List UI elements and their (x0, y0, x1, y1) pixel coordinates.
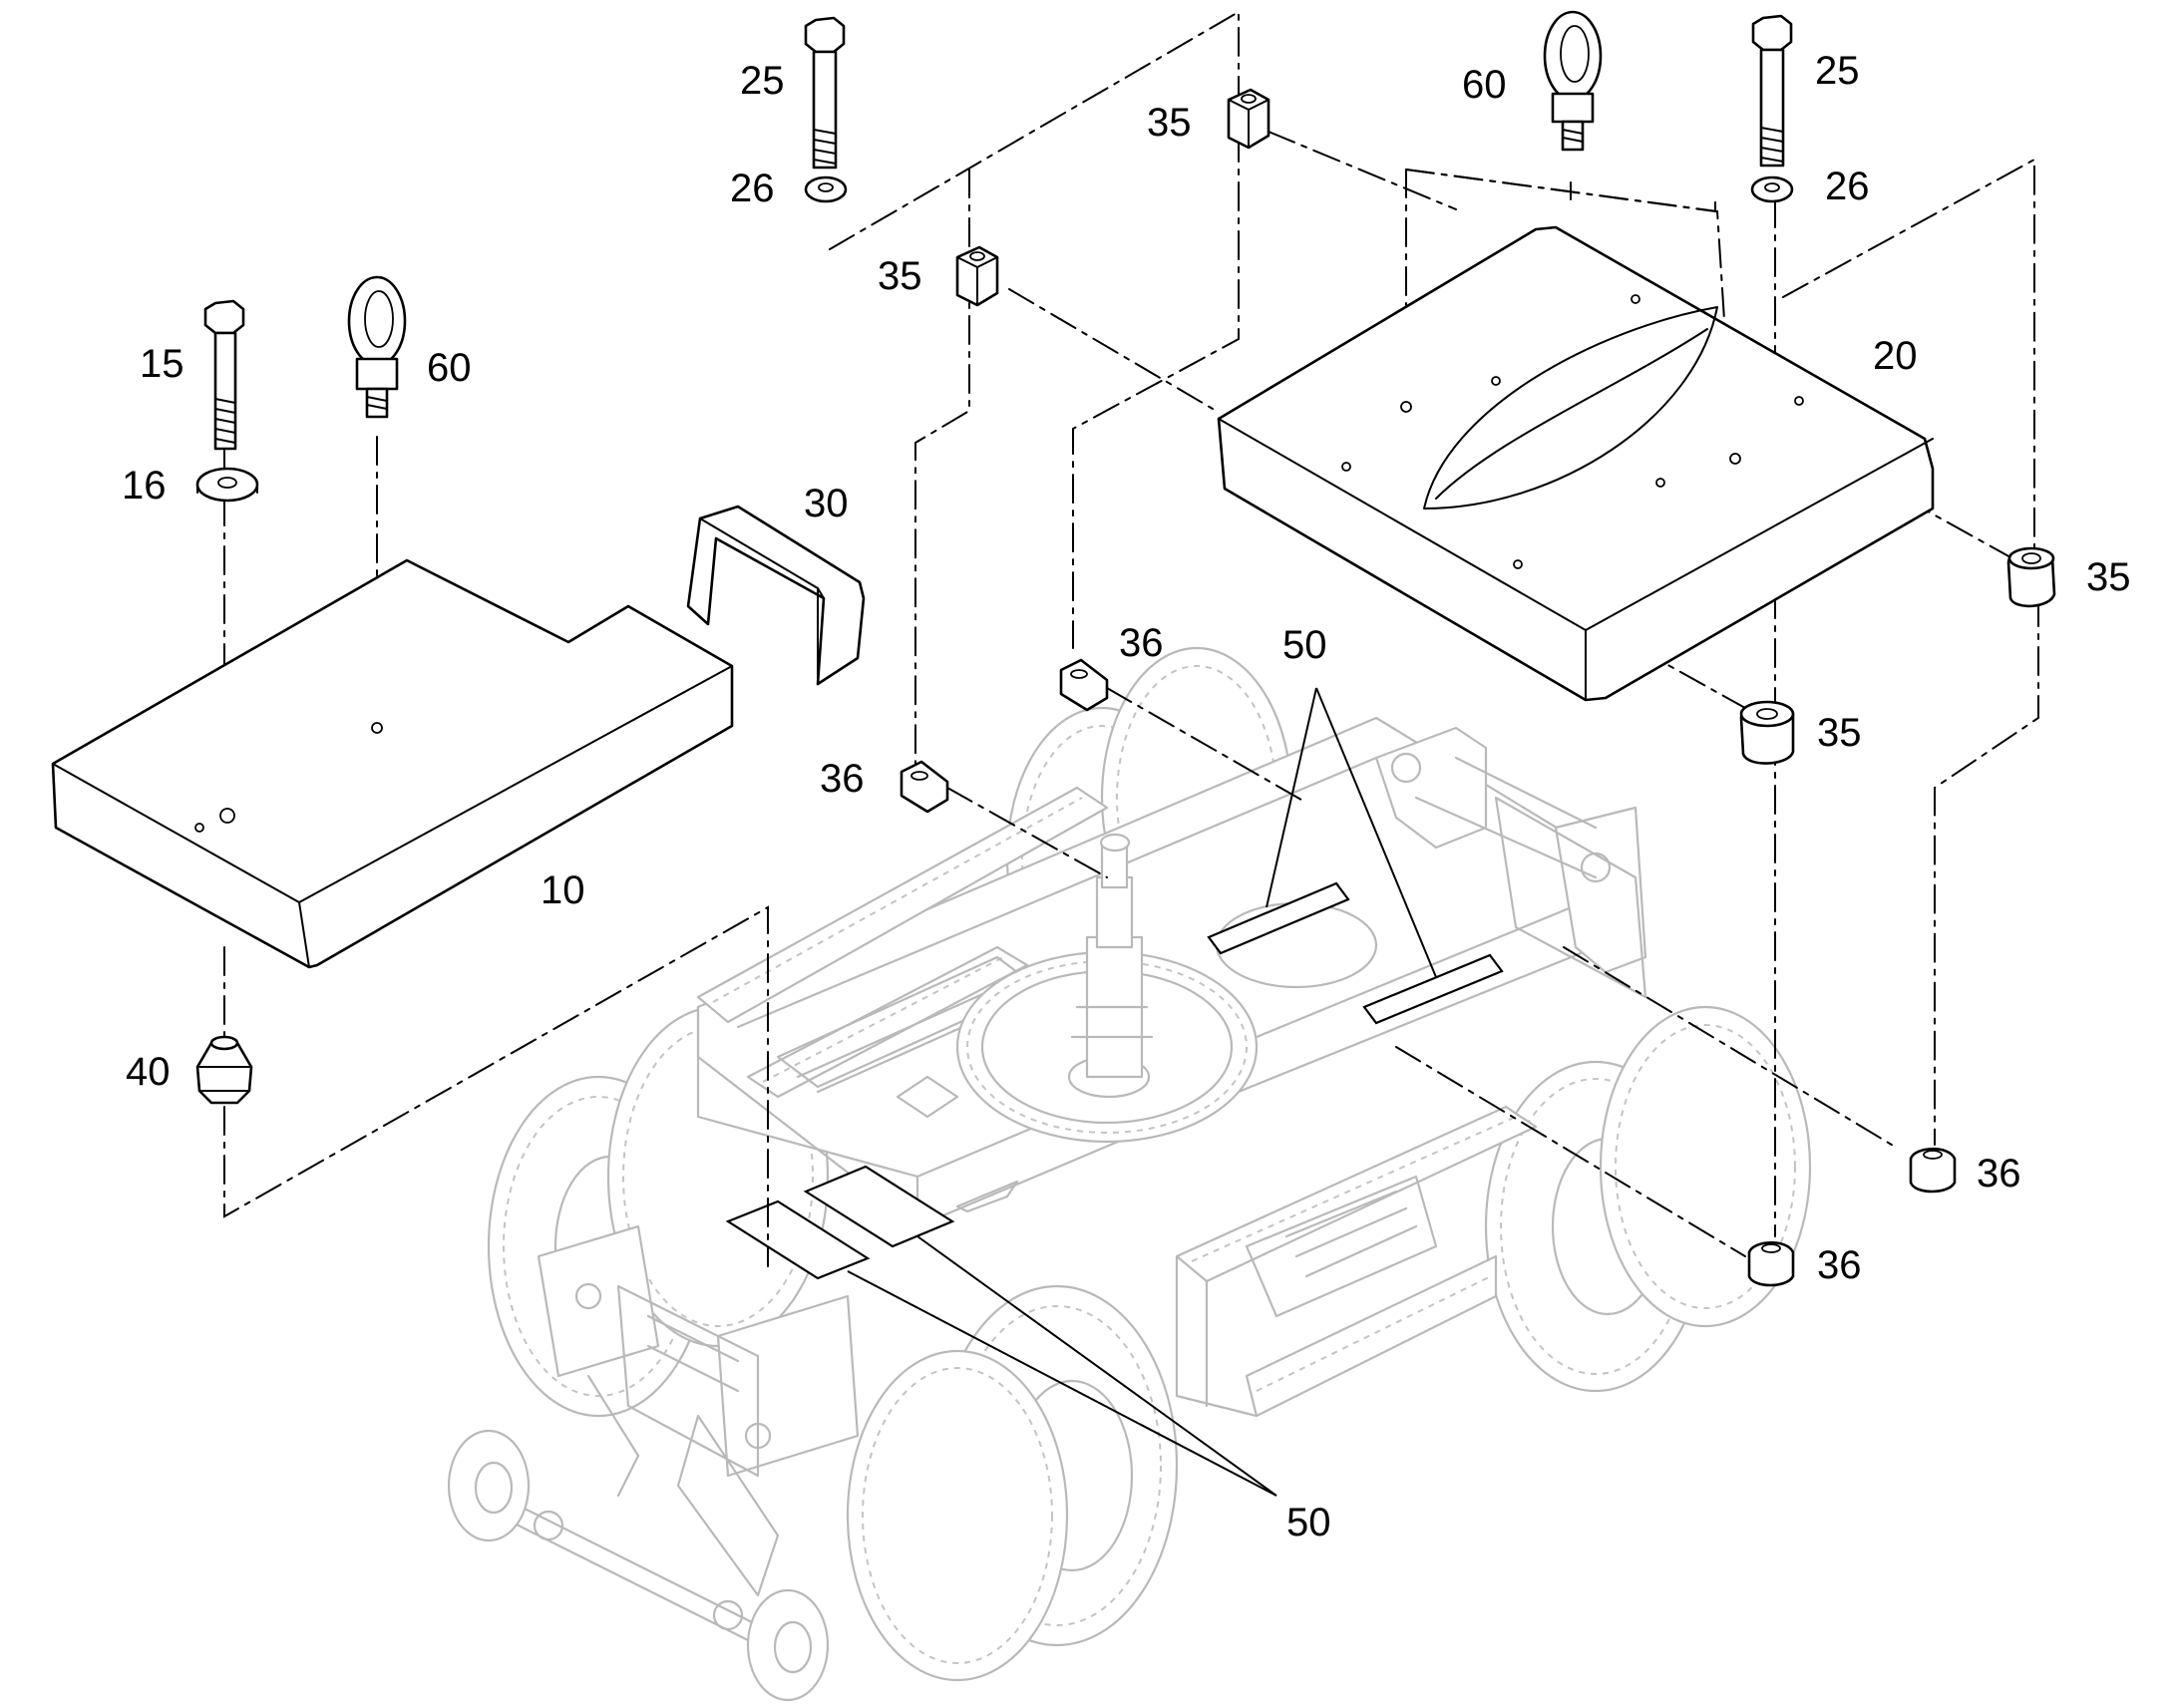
pin-hole (1513, 559, 1523, 569)
callout-60-left: 60 (427, 346, 472, 390)
callout-20: 20 (1873, 334, 1918, 378)
callout-25-right: 25 (1815, 49, 1860, 93)
rail-axle (447, 1429, 830, 1702)
plate-group-lower (725, 1165, 955, 1280)
eye-hole (371, 722, 383, 734)
chassis (447, 646, 1812, 1702)
bracket-30 (686, 505, 866, 686)
pin-hole (194, 823, 204, 833)
pad-36-right-lower (1747, 1240, 1795, 1287)
callout-36-mid: 36 (1119, 621, 1164, 665)
plate-50-upper-left (1207, 881, 1350, 955)
callout-36-right: 36 (1977, 1152, 2021, 1196)
counterweight-10 (51, 558, 734, 969)
counterweight-20 (1217, 225, 1935, 702)
pin-hole (1655, 478, 1665, 488)
pin-hole (1631, 294, 1640, 304)
tire-rear-right (846, 1284, 1179, 1682)
pad-36-left (900, 760, 949, 814)
washer-26-right (1750, 175, 1794, 203)
buffer-40 (195, 1035, 253, 1105)
callout-35-top-left: 35 (878, 254, 922, 298)
deck-bracket (896, 1075, 959, 1119)
block-35-right (2006, 546, 2056, 608)
callout-36-right-lower: 36 (1817, 1243, 1862, 1287)
callout-35-right-lower: 35 (1817, 711, 1862, 755)
callout-35-top-mid: 35 (1147, 101, 1192, 145)
block-35-top-mid (1227, 88, 1271, 150)
callout-26-right: 26 (1825, 165, 1870, 208)
callout-labels: 10 15 16 20 25 25 26 26 30 35 35 35 35 3… (122, 49, 2131, 1544)
callout-36-left: 36 (820, 757, 865, 801)
eyebolt-60-left (347, 275, 407, 419)
callout-30: 30 (804, 482, 849, 525)
pad-36-right (1909, 1147, 1957, 1194)
washer-26-left (804, 175, 848, 203)
central-column (1070, 833, 1154, 1079)
step-rail-right (1175, 1105, 1538, 1418)
block-35-top-left (955, 245, 999, 307)
deck-clip (955, 1180, 1019, 1213)
lift-hole-left (1400, 401, 1412, 413)
bolt-hole (219, 808, 235, 824)
frame-rear (537, 1224, 860, 1597)
callout-60-right: 60 (1462, 63, 1507, 107)
callout-50-bottom: 50 (1286, 1501, 1331, 1544)
callout-26-left: 26 (730, 167, 775, 210)
callout-35-right: 35 (2086, 555, 2131, 599)
eyebolt-60-right (1543, 10, 1603, 152)
plate-group-upper (1207, 881, 1504, 1025)
plate-50-lower-left (725, 1199, 871, 1280)
pin-hole (1341, 462, 1351, 472)
washer-16 (195, 467, 259, 503)
callout-40: 40 (126, 1050, 171, 1094)
plate-50-upper-right (1362, 953, 1504, 1025)
block-35-right-lower (1739, 700, 1795, 765)
bolt-15 (203, 299, 245, 451)
plate-pointer-lines (847, 687, 1437, 1497)
callout-25-left: 25 (740, 59, 785, 103)
pad-36-mid (1059, 658, 1109, 712)
plate-50-lower-right (803, 1165, 955, 1248)
frame-front (1374, 726, 1647, 999)
bolt-25-right (1751, 14, 1793, 168)
lift-hole-right (1729, 453, 1741, 465)
callout-50-top: 50 (1282, 623, 1327, 667)
pin-hole (1491, 376, 1501, 386)
pin-hole (1794, 396, 1804, 406)
callout-16: 16 (122, 464, 167, 508)
bolt-25-left (804, 16, 846, 170)
callout-10: 10 (541, 868, 585, 912)
callout-15: 15 (140, 342, 184, 386)
